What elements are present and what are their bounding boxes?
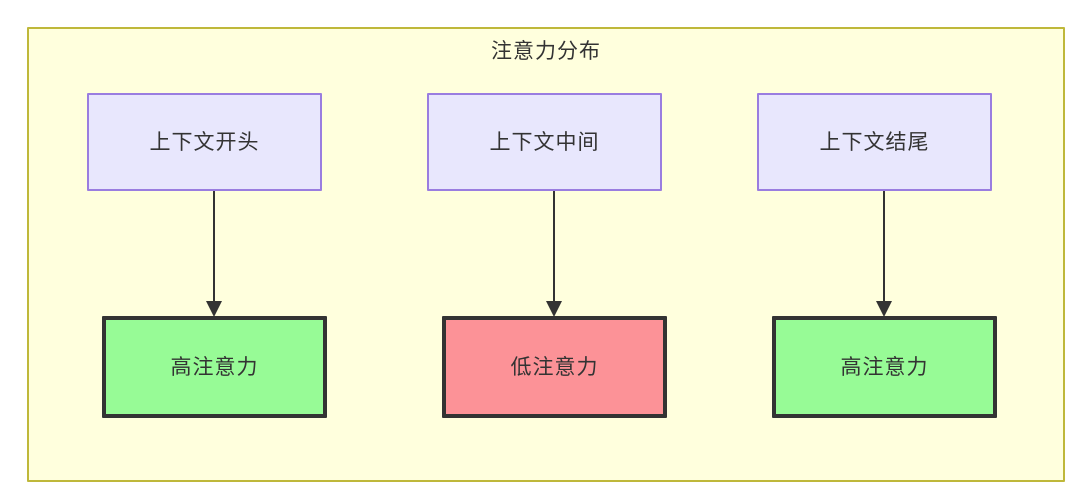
- node-attention-middle[interactable]: 低注意力: [442, 316, 667, 418]
- node-context-start-label: 上下文开头: [149, 130, 260, 154]
- node-context-middle-label: 上下文中间: [489, 130, 600, 154]
- node-attention-start-label: 高注意力: [170, 355, 259, 379]
- node-attention-end-label: 高注意力: [840, 355, 929, 379]
- node-context-end[interactable]: 上下文结尾: [757, 93, 992, 191]
- node-attention-middle-label: 低注意力: [510, 355, 599, 379]
- node-context-middle[interactable]: 上下文中间: [427, 93, 662, 191]
- node-context-start[interactable]: 上下文开头: [87, 93, 322, 191]
- node-attention-start[interactable]: 高注意力: [102, 316, 327, 418]
- node-context-end-label: 上下文结尾: [819, 130, 930, 154]
- node-attention-end[interactable]: 高注意力: [772, 316, 997, 418]
- diagram-title: 注意力分布: [491, 40, 601, 63]
